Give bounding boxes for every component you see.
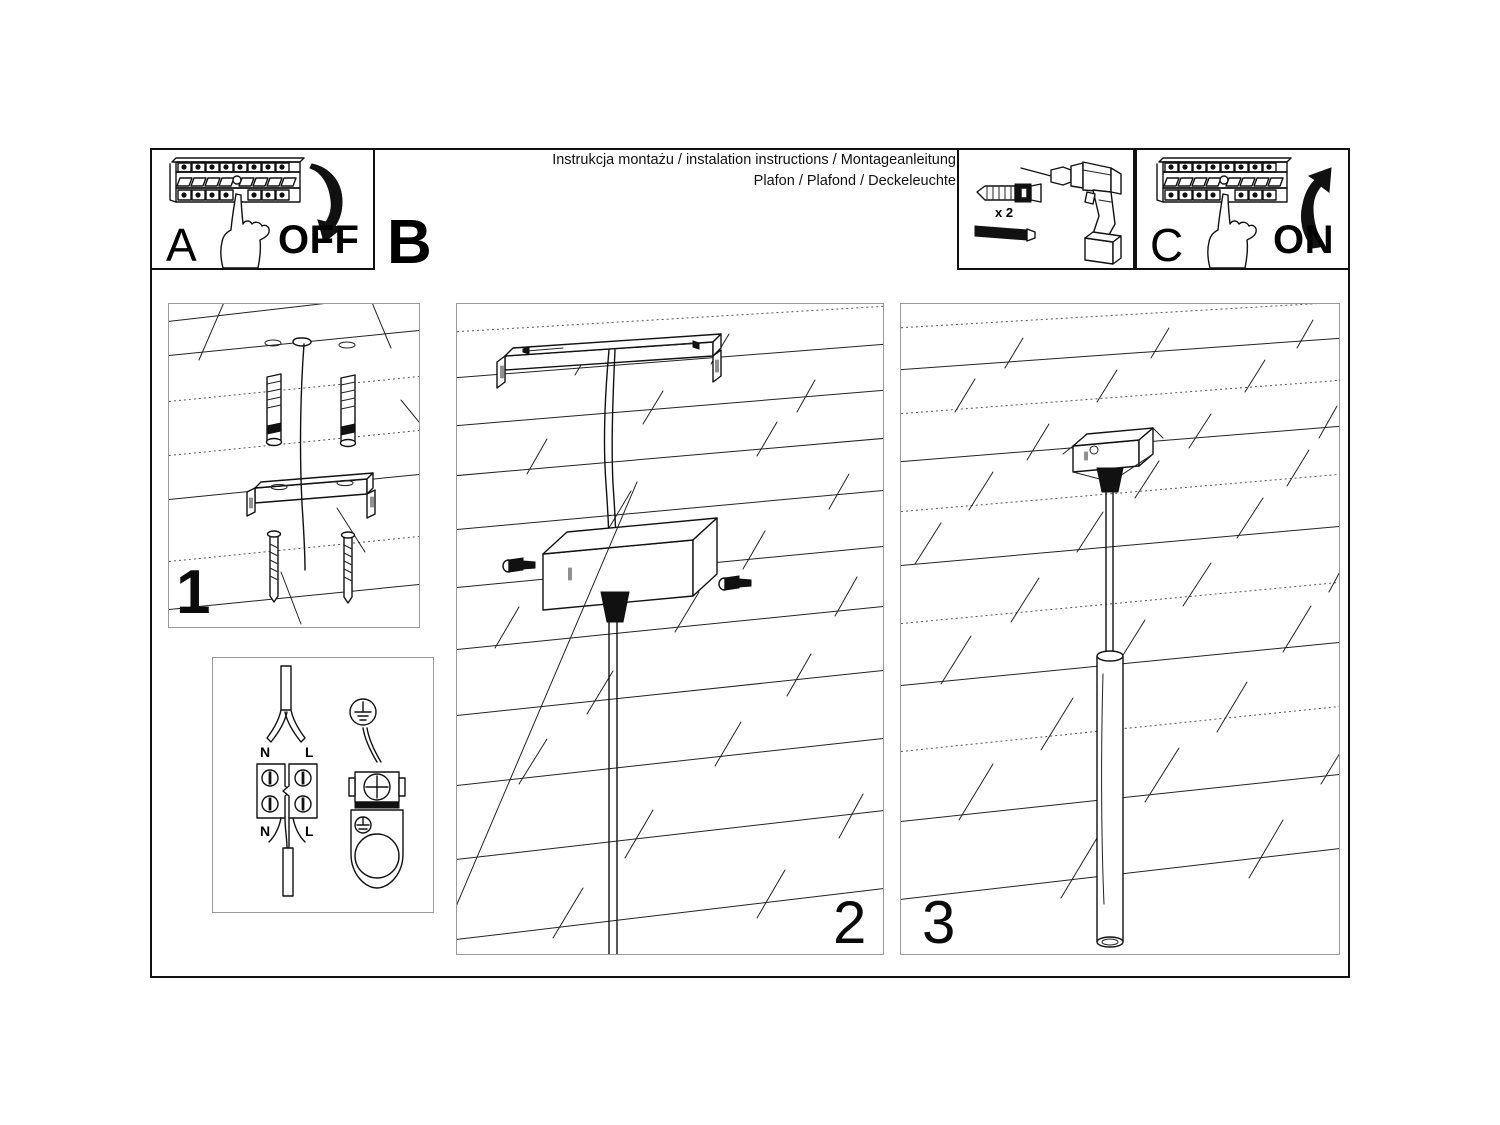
breaker-off-illustration xyxy=(169,157,344,268)
circuit-breaker-panel-icon xyxy=(169,157,305,203)
step-3-number: 3 xyxy=(922,889,956,956)
pointing-hand-icon xyxy=(220,193,270,268)
step-1-number: 1 xyxy=(176,558,211,627)
drilled-holes xyxy=(264,339,356,349)
panel-b-letter: B xyxy=(387,208,432,277)
curved-arrow-down-icon xyxy=(309,163,344,243)
terminal-label-n-bottom: N xyxy=(260,823,270,839)
title-line-2: Plafon / Plafond / Deckeleuchte xyxy=(753,173,956,189)
terminal-screw-holes xyxy=(261,769,312,813)
supply-cable xyxy=(292,337,312,571)
circuit-breaker-panel-icon xyxy=(1156,157,1292,203)
lamp-housing-ground-point xyxy=(350,809,404,889)
mounting-bracket xyxy=(246,472,376,519)
wall-plug-anchor-icon xyxy=(976,183,1042,203)
pendant-cable-lower xyxy=(608,621,618,954)
drill-quantity-label: x 2 xyxy=(995,205,1014,220)
step-2-panel xyxy=(456,303,884,955)
pendant-tube-lamp xyxy=(1096,650,1124,948)
cable-grip xyxy=(1096,467,1124,493)
step-1-panel xyxy=(168,303,420,628)
sheet-title: Instrukcja montażu / instalation instruc… xyxy=(520,150,956,192)
header-panel-a xyxy=(150,148,375,270)
step-3-illustration xyxy=(901,304,1339,948)
terminal-label-l-bottom: L xyxy=(305,823,314,839)
step-2-number: 2 xyxy=(833,889,867,956)
mounting-bracket xyxy=(496,333,722,389)
step-3-panel xyxy=(900,303,1340,955)
curved-arrow-up-icon xyxy=(1300,167,1332,249)
cable-grip xyxy=(600,591,630,623)
sheet-outer-frame xyxy=(150,148,1350,978)
screw-icon xyxy=(974,225,1036,242)
pendant-cable xyxy=(1105,491,1114,653)
wiring-detail-panel: N L N L xyxy=(212,657,434,913)
wall-anchor-left xyxy=(265,373,283,447)
pendant-cable-upper xyxy=(603,349,617,553)
terminal-label-n-top: N xyxy=(260,744,270,760)
canopy-box xyxy=(1062,427,1164,483)
panel-c-letter: C xyxy=(1150,219,1184,271)
panel-c-on-label: ON xyxy=(1273,218,1334,262)
header-panel-c xyxy=(1135,148,1350,270)
screw-left xyxy=(266,530,282,603)
wiring-diagram: N L N L xyxy=(256,665,406,897)
step-1-illustration xyxy=(169,304,419,625)
canopy-box xyxy=(542,517,718,611)
title-line-1: Instrukcja montażu / instalation instruc… xyxy=(552,152,956,168)
breaker-on-illustration xyxy=(1156,157,1332,268)
outgoing-cable xyxy=(268,817,306,897)
wall-anchor-right xyxy=(339,374,357,448)
step-2-illustration xyxy=(457,305,883,954)
screw-right xyxy=(340,531,356,604)
drill-and-parts-illustration xyxy=(974,161,1122,265)
earth-clamp-terminal xyxy=(348,771,406,809)
grub-screw-right xyxy=(718,575,752,591)
protective-earth-symbol xyxy=(349,698,377,726)
terminal-block xyxy=(256,763,318,819)
power-drill-icon xyxy=(1020,161,1122,265)
detail-leader-line xyxy=(457,481,638,906)
incoming-cable xyxy=(266,665,306,743)
panel-a-letter: A xyxy=(166,219,197,271)
terminal-label-l-top: L xyxy=(305,744,314,760)
earth-wire xyxy=(362,727,382,763)
ceiling-plank-surface xyxy=(457,305,883,940)
panel-a-off-label: OFF xyxy=(278,218,360,262)
pointing-hand-icon xyxy=(1207,193,1257,268)
header-panel-drill xyxy=(957,148,1135,270)
grub-screw-left xyxy=(502,557,536,573)
